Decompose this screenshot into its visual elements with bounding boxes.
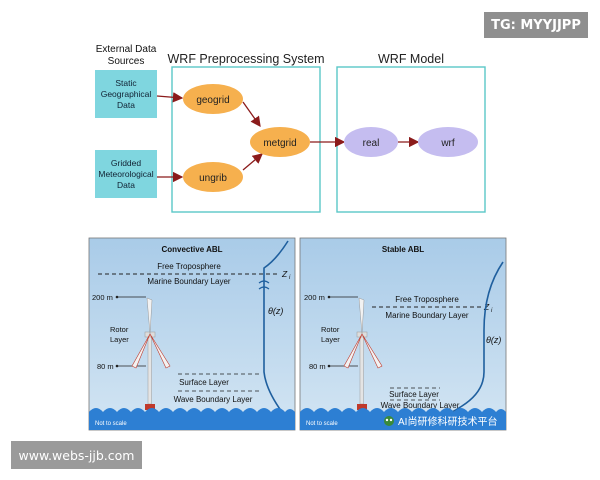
convective-mbl: Marine Boundary Layer [147,277,230,286]
convective-surface: Surface Layer [179,378,229,387]
real-node [344,127,398,157]
convective-zi: Z [281,269,288,279]
metgrid-label: metgrid [263,138,296,149]
watermark: AI尚研修科研技术平台 [384,415,497,428]
stable-wave: Wave Boundary Layer [381,401,460,410]
stable-blade-3 [343,333,363,369]
stable-sea [300,408,506,430]
stable-theta: θ(z) [486,335,501,345]
geogrid-node [183,84,243,114]
external-title-line2: Sources [108,56,145,67]
stable-mbl: Marine Boundary Layer [385,311,468,320]
convective-sea [89,408,295,430]
convective-blade-1 [146,297,153,335]
wrf-model-title: WRF Model [378,52,444,66]
stable-rotor1: Rotor [321,325,340,334]
convective-blade-2 [149,333,171,369]
convective-background [88,237,296,431]
convective-rotor2: Layer [110,335,129,344]
stable-panel: Stable ABL 200 m Free Troposphere Z i Ma… [299,237,507,431]
gridded-line1: Gridded [111,158,142,168]
stable-theta-profile [451,261,504,413]
wrf-label: wrf [440,138,455,149]
convective-panel: Convective ABL Free Troposphere Z i Mari… [88,237,296,431]
stable-surface: Surface Layer [389,390,439,399]
bottom-badge: www.webs-jjb.com [11,441,142,469]
abl-panels: Convective ABL Free Troposphere Z i Mari… [88,237,507,431]
convective-scale-note: Not to scale [95,421,127,427]
gridded-line3: Data [117,180,135,190]
convective-turbine-base [145,404,155,410]
stable-scale-note: Not to scale [306,421,338,427]
ungrib-label: ungrib [199,173,227,184]
stable-rotor2: Layer [321,335,340,344]
convective-blade-3 [131,333,151,369]
geogrid-label: geogrid [196,95,229,106]
stable-free-trop: Free Troposphere [395,295,459,304]
gridded-data-box [95,150,157,198]
convective-200m: 200 m [92,293,113,302]
watermark-text: AI尚研修科研技术平台 [398,415,497,428]
stable-zi-sub: i [491,308,493,314]
static-line2: Geographical [101,89,152,99]
ungrib-node [183,162,243,192]
convective-80m: 80 m [97,362,114,371]
stable-200m: 200 m [304,293,325,302]
external-title-line1: External Data [96,44,157,55]
wrf-flow-diagram: External Data Sources WRF Preprocessing … [95,44,486,213]
stable-blade-2 [361,333,383,369]
convective-theta: θ(z) [268,306,283,316]
static-line1: Static [115,78,137,88]
static-line3: Data [117,100,135,110]
convective-wave: Wave Boundary Layer [174,395,253,404]
convective-title: Convective ABL [161,245,222,254]
arrow-geogrid-metgrid [242,101,261,128]
convective-free-trop: Free Troposphere [157,262,221,271]
watermark-logo-icon [384,416,394,426]
arrow-ungrib-metgrid [242,153,263,171]
real-label: real [363,138,380,149]
wps-box [171,66,321,213]
metgrid-node [250,127,310,157]
static-data-box [95,70,157,118]
stable-80m: 80 m [309,362,326,371]
wps-title: WRF Preprocessing System [168,52,325,66]
stable-blade-1 [358,297,365,335]
stable-title: Stable ABL [382,245,424,254]
convective-break-mark [258,280,270,290]
top-badge: TG: MYYJJPP [484,12,588,38]
convective-turbine-tower [147,335,152,405]
stable-turbine-base [357,404,367,410]
convective-theta-profile [263,240,289,413]
gridded-line2: Meteorological [98,169,153,179]
stable-turbine-tower [359,335,364,405]
arrow-static-geogrid [156,92,184,103]
wrf-node [418,127,478,157]
convective-rotor1: Rotor [110,325,129,334]
convective-zi-sub: i [289,275,291,281]
